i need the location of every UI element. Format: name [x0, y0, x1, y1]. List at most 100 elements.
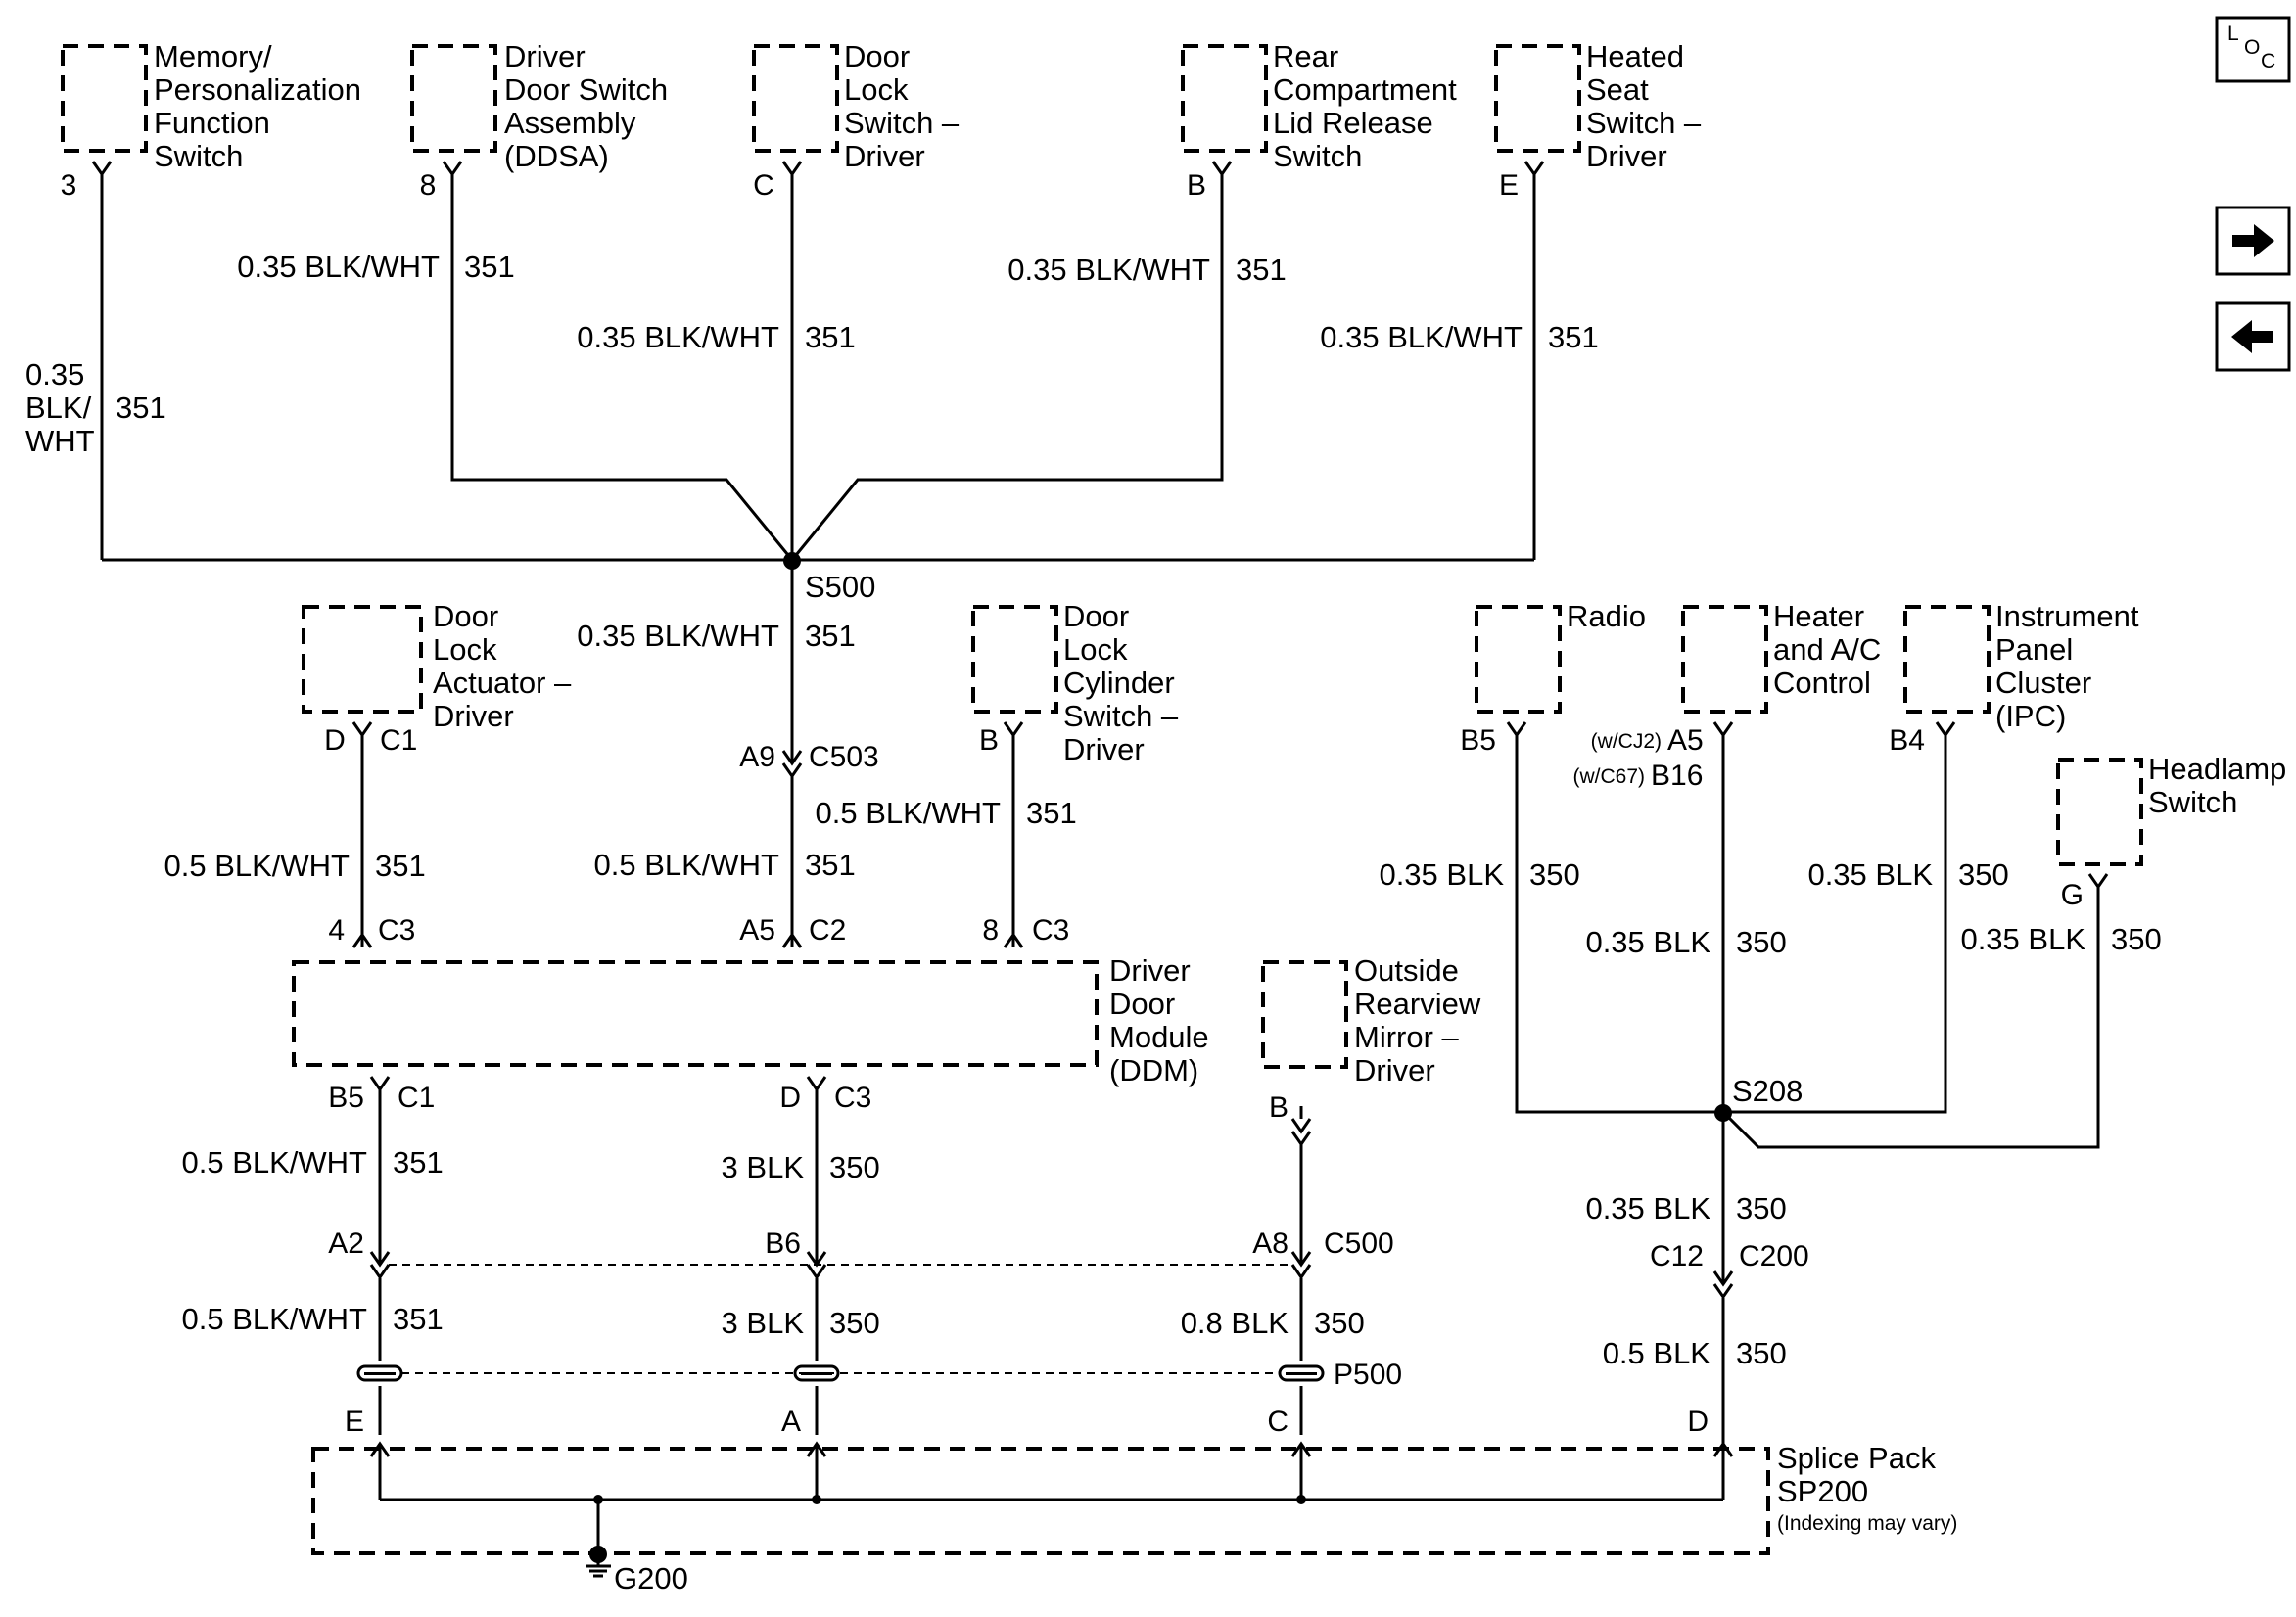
ddsa-circuit-label: 351 [464, 250, 515, 284]
right-wiring [1515, 735, 2100, 1444]
s500-down-wire-label: 0.35 BLK/WHT [577, 619, 779, 653]
dls-wire-label: 0.35 BLK/WHT [577, 320, 779, 354]
ddm-pin-a5: A5 [739, 914, 775, 947]
heater-pin-a5: A5 [1667, 724, 1704, 757]
middle-connector-symbols [351, 721, 1024, 948]
pin-a9: A9 [739, 741, 775, 773]
cylinder-pin: B [979, 724, 999, 757]
left-arrow-icon [2231, 320, 2273, 353]
component-door-lock-actuator: Door Lock Actuator – Driver [302, 599, 580, 733]
connector-c500: C500 [1324, 1227, 1394, 1260]
component-splice-pack: Splice Pack SP200 (Indexing may vary) [311, 1441, 1957, 1555]
a5-wire-label: 0.5 BLK/WHT [594, 848, 780, 882]
ddm-pin-4: 4 [328, 914, 345, 947]
ipc-pin: B4 [1889, 724, 1925, 757]
heated-seat-pin: E [1499, 169, 1519, 202]
memory-wire-label: 0.35 BLK/ WHT [25, 357, 100, 458]
splice-pack-box [311, 1447, 1770, 1555]
headlamp-circuit-label: 350 [2111, 922, 2162, 956]
headlamp-box [2056, 758, 2143, 866]
heater-circuit-label: 350 [1736, 925, 1787, 959]
heater-pin-b16: B16 [1651, 760, 1703, 792]
heater-label: Heater and A/C Control [1773, 599, 1890, 700]
loc-letter-l: L [2227, 23, 2239, 45]
splice-pack-bus [378, 1444, 1725, 1551]
radio-label: Radio [1567, 599, 1646, 633]
splice-s500-label: S500 [805, 570, 875, 604]
a8-wire-label: 0.8 BLK [1181, 1306, 1289, 1340]
ddm-connector-c2: C2 [809, 914, 846, 947]
ddsa-box [410, 44, 497, 153]
ipc-wire-label: 0.35 BLK [1807, 857, 1933, 892]
actuator-wire-label: 0.5 BLK/WHT [164, 849, 351, 883]
c12-wire-label: 0.5 BLK [1603, 1336, 1711, 1370]
forward-button[interactable] [2215, 206, 2291, 276]
door-lock-switch-pin: C [753, 169, 774, 202]
b5-wire-label: 0.5 BLK/WHT [182, 1145, 368, 1179]
a5-circuit-label: 351 [805, 848, 856, 882]
heated-seat-label: Heated Seat Switch – Driver [1586, 39, 1710, 173]
loc-button[interactable]: L O C [2215, 16, 2291, 83]
ground-g200: G200 [586, 1546, 688, 1595]
connector-c503: C503 [809, 741, 879, 773]
rear-wire-label: 0.35 BLK/WHT [1007, 253, 1210, 287]
back-button[interactable] [2215, 301, 2291, 372]
splice-pack-note: (Indexing may vary) [1777, 1512, 1957, 1535]
actuator-label: Door Lock Actuator – Driver [433, 599, 580, 733]
c500-connector-symbols [369, 1251, 1734, 1300]
ddm-box [292, 960, 1099, 1067]
actuator-box [302, 605, 423, 714]
mirror-pin: B [1269, 1091, 1289, 1124]
c503-circuit-label: 351 [1026, 796, 1077, 830]
mirror-label: Outside Rearview Mirror – Driver [1354, 953, 1489, 1087]
ddm-connector-c1: C1 [398, 1082, 435, 1114]
ddm-pin-d: D [779, 1082, 801, 1114]
splice-pack-label: Splice Pack SP200 [1777, 1441, 1945, 1508]
memory-switch-label: Memory/ Personalization Function Switch [154, 39, 370, 173]
door-lock-switch-box [752, 44, 839, 153]
loc-letter-c: C [2261, 50, 2275, 72]
s208-wire-label: 0.35 BLK [1585, 1191, 1710, 1225]
a2-circuit-label: 351 [393, 1302, 444, 1336]
rear-compartment-pin: B [1187, 169, 1206, 202]
headlamp-pin: G [2061, 879, 2084, 911]
ddm-label: Driver Door Module (DDM) [1109, 953, 1217, 1087]
pin-a2: A2 [328, 1227, 364, 1260]
radio-circuit-label: 350 [1529, 857, 1580, 892]
pin-b6: B6 [765, 1227, 801, 1260]
top-wiring [100, 174, 1536, 562]
connector-c200: C200 [1739, 1240, 1809, 1272]
a2-wire-label: 0.5 BLK/WHT [182, 1302, 368, 1336]
option-c67: (w/C67) [1572, 765, 1645, 788]
ground-junction-dot [589, 1546, 607, 1563]
bus-node-1 [593, 1495, 603, 1504]
door-lock-switch-label: Door Lock Switch – Driver [844, 39, 967, 173]
pin-c12: C12 [1650, 1240, 1704, 1272]
component-door-lock-cylinder: Door Lock Cylinder Switch – Driver [971, 599, 1179, 766]
memory-switch-box [61, 44, 148, 153]
ipc-label: Instrument Panel Cluster (IPC) [1995, 599, 2147, 733]
heated-seat-box [1494, 44, 1581, 153]
middle-left-wiring [360, 566, 1015, 947]
cylinder-box [971, 605, 1058, 714]
s500-down-circuit-label: 351 [805, 619, 856, 653]
actuator-connector: C1 [380, 724, 417, 757]
ddsa-wire-label: 0.35 BLK/WHT [237, 250, 440, 284]
heat-wire-label: 0.35 BLK/WHT [1320, 320, 1523, 354]
splice-pin-d: D [1687, 1406, 1709, 1438]
b6-circuit-label: 350 [829, 1306, 880, 1340]
splice-pin-e: E [345, 1406, 364, 1438]
headlamp-wire-label: 0.35 BLK [1960, 922, 2085, 956]
actuator-pin: D [324, 724, 346, 757]
memory-pin: 3 [61, 169, 77, 202]
s208-circuit-label: 350 [1736, 1191, 1787, 1225]
component-door-lock-switch: Door Lock Switch – Driver [752, 39, 967, 173]
rear-compartment-label: Rear Compartment Lid Release Switch [1273, 39, 1465, 173]
ipc-circuit-label: 350 [1958, 857, 2009, 892]
component-heater-ac: Heater and A/C Control [1681, 599, 1890, 714]
component-memory-switch: Memory/ Personalization Function Switch [61, 39, 370, 173]
component-rear-compartment-switch: Rear Compartment Lid Release Switch [1181, 39, 1465, 173]
component-ipc: Instrument Panel Cluster (IPC) [1903, 599, 2147, 733]
splice-pin-c: C [1267, 1406, 1289, 1438]
component-ddm: Driver Door Module (DDM) [292, 953, 1217, 1087]
